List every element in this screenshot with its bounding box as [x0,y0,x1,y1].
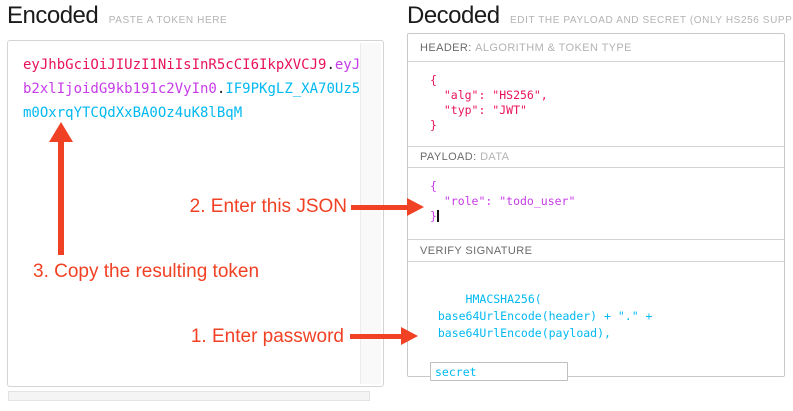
verify-signature-label: VERIFY SIGNATURE [420,244,533,257]
encoded-horizontal-scrollbar[interactable] [8,391,370,401]
header-json-area[interactable]: { "alg": "HS256", "typ": "JWT" } [408,62,784,147]
encoded-panel-title: Encoded PASTE A TOKEN HERE [7,2,227,30]
annotation-step3-label: 3. Copy the resulting token [33,261,260,282]
payload-section-bar: PAYLOAD: DATA [408,147,784,168]
encoded-token-editor[interactable]: eyJhbGciOiJIUzI1NiIsInR5cCI6IkpXVCJ9.eyJ… [7,40,384,387]
encoded-token-text[interactable]: eyJhbGciOiJIUzI1NiIsInR5cCI6IkpXVCJ9.eyJ… [23,53,370,125]
secret-input[interactable] [430,362,568,381]
signature-code-text: HMACSHA256( base64UrlEncode(header) + ".… [437,292,653,340]
decoded-title-text: Decoded [407,2,500,29]
annotation-step3-arrowhead-icon [49,122,73,142]
header-section-sublabel-text: ALGORITHM & TOKEN TYPE [475,41,632,54]
payload-section-sublabel-text: DATA [480,151,510,163]
header-section-label: HEADER: [420,41,472,54]
header-json-text[interactable]: { "alg": "HS256", "typ": "JWT" } [430,73,548,132]
payload-json-value: { "role": "todo_user" } [430,179,576,223]
decoded-panel: HEADER: ALGORITHM & TOKEN TYPE { "alg": … [407,33,785,381]
annotation-step3-arrow-line [58,141,64,255]
token-signature-segment: IF9PKgLZ_XA70Uz5vm0OxrqYTCQdXxBA0Oz4uK8l… [23,81,369,121]
token-dot-2: . [216,81,226,97]
decoded-panel-title: Decoded EDIT THE PAYLOAD AND SECRET (ONL… [407,2,793,30]
payload-section-label: PAYLOAD: [420,151,477,163]
annotation-step1-label: 1. Enter password [190,326,344,347]
verify-signature-section-bar: VERIFY SIGNATURE [408,240,784,262]
payload-json-text[interactable]: { "role": "todo_user" } [430,179,575,224]
encoded-vertical-scrollbar[interactable] [360,43,381,384]
annotation-step2-arrowhead-icon [407,198,424,216]
verify-signature-area: HMACSHA256( base64UrlEncode(header) + ".… [408,262,784,381]
decoded-subtitle-text: EDIT THE PAYLOAD AND SECRET (ONLY HS256 … [510,15,793,26]
header-section-bar: HEADER: ALGORITHM & TOKEN TYPE [408,34,784,62]
annotation-step2-arrow-line [351,205,408,210]
payload-json-area[interactable]: { "role": "todo_user" } [408,168,784,240]
annotation-step1-arrowhead-icon [401,327,418,345]
annotation-step1-arrow-line [350,334,402,339]
signature-code-block: HMACSHA256( base64UrlEncode(header) + ".… [424,274,652,411]
annotation-step2-label: 2. Enter this JSON [189,196,347,217]
text-cursor-caret [437,210,439,222]
token-header-segment: eyJhbGciOiJIUzI1NiIsInR5cCI6IkpXVCJ9 [23,57,327,73]
token-dot-1: . [326,57,335,73]
encoded-subtitle-text: PASTE A TOKEN HERE [108,15,228,26]
encoded-title-text: Encoded [7,2,99,29]
